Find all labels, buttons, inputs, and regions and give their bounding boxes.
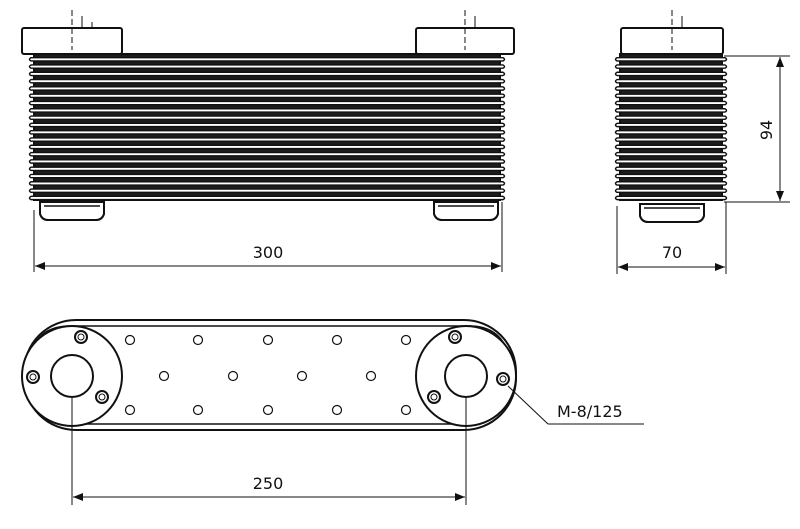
width-dimension-label: 70 [662,243,682,262]
spacing-dimension-label: 250 [253,474,284,493]
front-port-right [433,201,499,221]
side-view: 94 70 [614,10,790,274]
length-dimension-label: 300 [253,243,284,262]
front-pad-centerlines [71,10,466,50]
right-port-hole [444,354,488,398]
front-port-left [39,201,105,221]
side-fin-stack [614,53,728,201]
front-fin-stack [28,53,506,201]
front-view: 300 [21,10,515,272]
side-port [639,203,705,223]
left-port-hole [50,354,94,398]
bolt-callout-leader [507,385,549,425]
plan-view: M-8/125 250 [21,319,644,505]
left-flange-bolt-holes [26,330,109,404]
bolt-callout-label: M-8/125 [557,402,623,421]
right-flange-bolt-holes [427,330,510,404]
height-dimension-label: 94 [757,120,776,140]
plate-rivet-holes [124,334,412,416]
